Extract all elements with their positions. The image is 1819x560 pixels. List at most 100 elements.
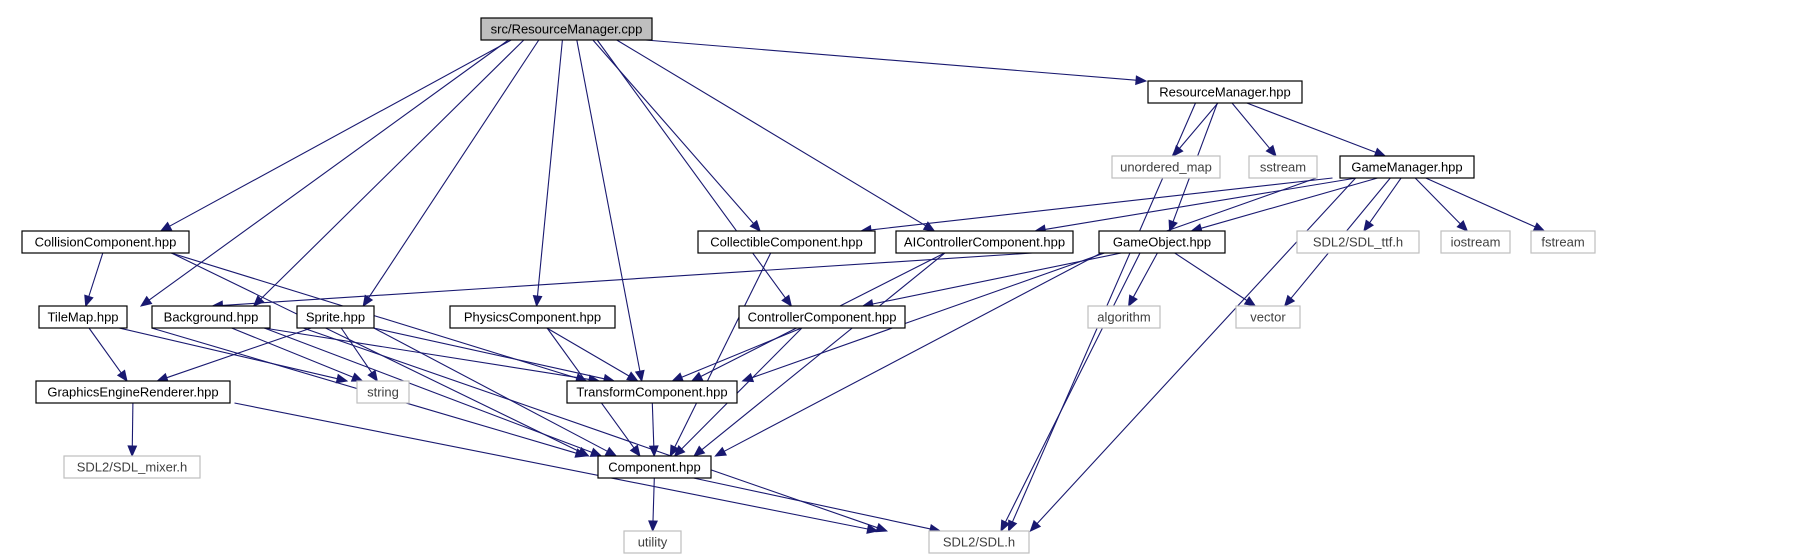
node-label: TileMap.hpp (47, 310, 118, 325)
node-label: TransformComponent.hpp (576, 385, 727, 400)
edge-line (373, 327, 605, 380)
node-box (1440, 230, 1511, 254)
edge-sprite-to-string (340, 327, 379, 383)
edge-controller-to-transform (671, 327, 802, 382)
node-label: CollisionComponent.hpp (35, 235, 177, 250)
node-box (566, 380, 738, 404)
node-transform[interactable]: TransformComponent.hpp (566, 380, 738, 404)
node-box (356, 380, 410, 404)
arrowhead-icon (866, 524, 879, 534)
node-box (623, 530, 682, 554)
edge-go-to-algorithm (1127, 252, 1158, 308)
edge-gm-to-collectible (859, 177, 1333, 235)
arrowhead-icon (875, 522, 889, 533)
edge-line (751, 177, 1317, 379)
node-label: GraphicsEngineRenderer.hpp (47, 385, 218, 400)
node-label: fstream (1541, 235, 1584, 250)
edge-gm-to-transform (741, 177, 1317, 383)
arrowhead-icon (669, 444, 680, 458)
node-ai[interactable]: AIControllerComponent.hpp (895, 230, 1074, 254)
edge-line (148, 39, 509, 301)
edge-line (1045, 177, 1357, 230)
edge-root-to-tilemap (139, 39, 509, 307)
node-label: ControllerComponent.hpp (748, 310, 897, 325)
node-box (1530, 230, 1596, 254)
edge-root-to-collision (159, 39, 512, 232)
arrowhead-icon (159, 221, 173, 232)
edge-line (652, 477, 655, 522)
node-sprite[interactable]: Sprite.hpp (296, 305, 375, 329)
edge-line (596, 39, 786, 299)
node-vector: vector (1235, 305, 1301, 329)
edge-sprite-to-ger (156, 327, 312, 383)
node-component[interactable]: Component.hpp (597, 455, 712, 479)
edge-collectible-to-component (669, 252, 772, 458)
node-label: sstream (1260, 160, 1306, 175)
node-go[interactable]: GameObject.hpp (1098, 230, 1226, 254)
arrowhead-icon (1029, 519, 1042, 532)
node-background[interactable]: Background.hpp (151, 305, 271, 329)
arrowhead-icon (1283, 294, 1296, 307)
edge-ger-to-mixer (127, 402, 138, 458)
arrowhead-icon (648, 520, 658, 533)
arrowhead-icon (781, 294, 793, 308)
edge-go-to-vector (1174, 252, 1257, 307)
edge-gm-to-go (1190, 177, 1378, 233)
edge-line (1414, 177, 1461, 225)
arrowhead-icon (335, 373, 349, 384)
edge-root-to-sprite (362, 39, 540, 308)
arrowhead-icon (1243, 296, 1257, 307)
arrowhead-icon (350, 372, 364, 382)
node-sstream: sstream (1248, 155, 1318, 179)
node-algorithm: algorithm (1087, 305, 1161, 329)
edge-line (870, 177, 1333, 231)
arrowhead-icon (671, 372, 684, 382)
edge-root-to-rm (645, 39, 1148, 86)
node-box (1098, 230, 1226, 254)
node-physics[interactable]: PhysicsComponent.hpp (449, 305, 616, 329)
node-box (597, 455, 712, 479)
node-box (35, 380, 231, 404)
node-collectible[interactable]: CollectibleComponent.hpp (697, 230, 876, 254)
node-collision[interactable]: CollisionComponent.hpp (21, 230, 190, 254)
node-tilemap[interactable]: TileMap.hpp (38, 305, 128, 329)
edge-line (340, 327, 373, 374)
node-sdl: SDL2/SDL.h (928, 530, 1030, 554)
node-label: unordered_map (1120, 160, 1212, 175)
node-label: SDL2/SDL_ttf.h (1313, 235, 1403, 250)
edge-line (723, 252, 1102, 452)
edge-root-to-controller (596, 39, 793, 308)
node-box (151, 305, 271, 329)
edge-line (118, 327, 338, 380)
arrowhead-icon (714, 446, 727, 457)
node-rm[interactable]: ResourceManager.hpp (1147, 80, 1303, 104)
edge-line (576, 39, 641, 372)
node-controller[interactable]: ControllerComponent.hpp (738, 305, 906, 329)
edge-background-to-transform (263, 327, 601, 385)
edge-root-to-collectible (592, 39, 761, 232)
node-label: Sprite.hpp (306, 310, 365, 325)
edge-line (1174, 252, 1248, 301)
edge-go-to-sdl (1000, 252, 1141, 533)
node-box (296, 305, 375, 329)
node-label: utility (638, 535, 668, 550)
edge-line (222, 252, 1033, 306)
edge-line (231, 327, 354, 378)
edge-line (651, 402, 655, 447)
node-box (928, 530, 1030, 554)
node-label: SDL2/SDL.h (943, 535, 1015, 550)
edges-layer (84, 39, 1546, 534)
arrowhead-icon (922, 221, 936, 232)
arrowhead-icon (1373, 147, 1387, 157)
edge-line (645, 39, 1137, 81)
arrowhead-icon (604, 446, 618, 457)
node-ger[interactable]: GraphicsEngineRenderer.hpp (35, 380, 231, 404)
node-gm[interactable]: GameManager.hpp (1339, 155, 1475, 179)
edge-line (1200, 177, 1378, 229)
edge-line (169, 39, 512, 227)
edge-component-to-sdl (693, 477, 942, 534)
edge-line (263, 327, 590, 380)
node-label: iostream (1451, 235, 1501, 250)
edge-gm-to-fstream (1425, 177, 1546, 232)
edge-controller-to-component (673, 327, 803, 457)
